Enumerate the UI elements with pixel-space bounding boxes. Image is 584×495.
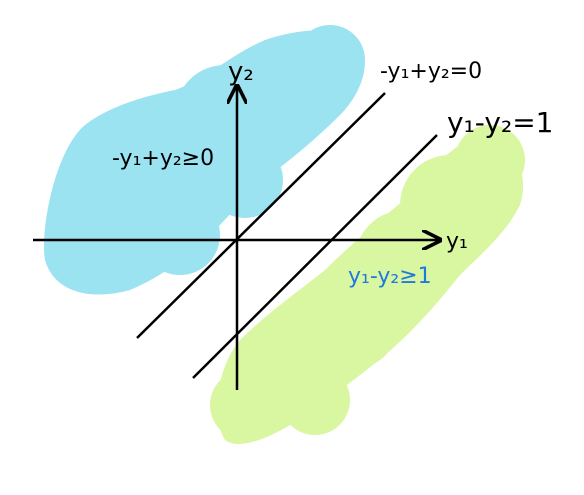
- green-region: [210, 125, 525, 445]
- line-y1-minus-y2-eq-1: [192, 134, 438, 379]
- green-region-label: y₁-y₂≥1: [348, 264, 432, 289]
- y1-axis-label: y₁: [446, 229, 468, 254]
- line-neg-y1-plus-y2-eq-0: [136, 92, 386, 339]
- blue-region-label: -y₁+y₂≥0: [112, 146, 214, 171]
- blue-region: [44, 25, 365, 295]
- top-line-label: -y₁+y₂=0: [380, 59, 482, 84]
- bottom-line-label: y₁-y₂=1: [447, 106, 553, 139]
- y2-axis-label: y₂: [228, 57, 254, 87]
